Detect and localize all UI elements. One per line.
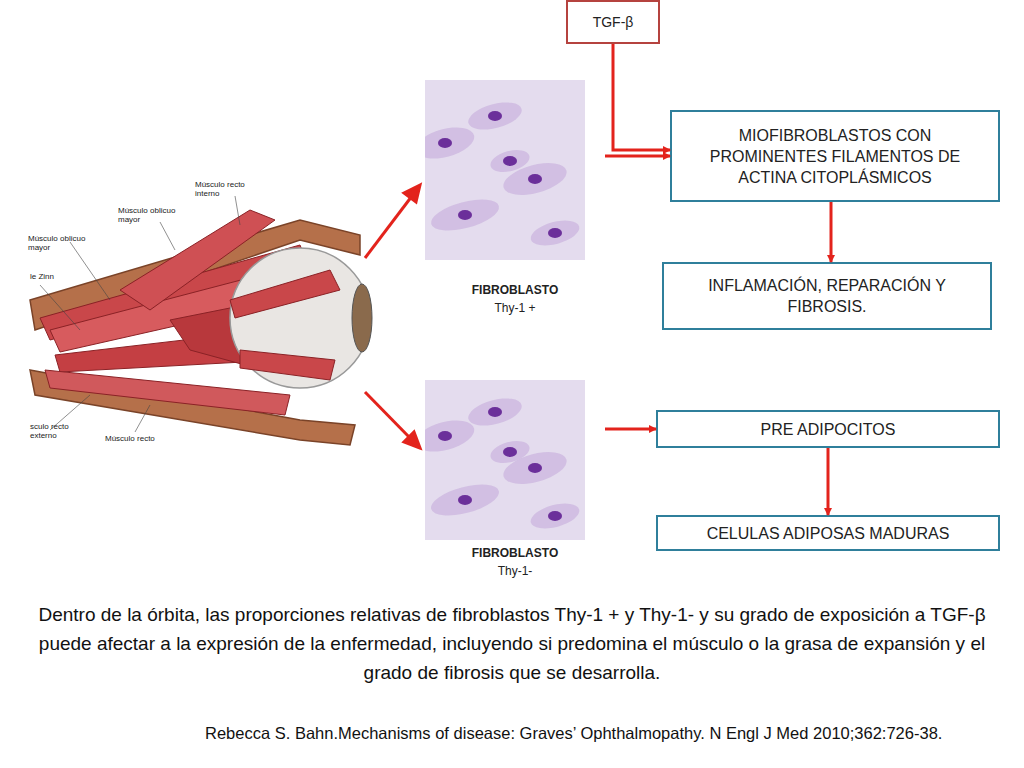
flow-arrow: [830, 202, 833, 262]
box-text: TGF-β: [593, 12, 634, 33]
process-box: INFLAMACIÓN, REPARACIÓN Y FIBROSIS.: [662, 262, 992, 330]
box-text: CELULAS ADIPOSAS MADURAS: [707, 523, 950, 544]
fibroblast-node: FIBROBLASTO Thy-1-: [425, 380, 605, 590]
eyeball: [230, 248, 370, 388]
part-label: Músculo oblicuo mayor: [118, 206, 188, 224]
fibroblast-image: [425, 80, 585, 260]
fibroblast-node: FIBROBLASTO Thy-1 +: [425, 80, 605, 325]
process-box: PRE ADIPOCITOS: [656, 410, 1000, 448]
part-label: Músculo recto interno: [195, 180, 265, 198]
box-text: PRE ADIPOCITOS: [761, 419, 896, 440]
reference-note: Rebecca S. Bahn.Mechanisms of disease: G…: [205, 722, 965, 744]
leader-lines: [40, 196, 240, 432]
fibroblast-image: [425, 380, 585, 540]
process-box: CELULAS ADIPOSAS MADURAS: [656, 515, 1000, 551]
flow-arrow: [605, 428, 656, 431]
flow-arrow: [827, 448, 830, 515]
node-subtitle: Thy-1 +: [425, 301, 605, 315]
eye-arrow: [365, 185, 420, 448]
node-heading: FIBROBLASTO: [425, 283, 605, 297]
node-subtitle: Thy-1-: [425, 564, 605, 578]
box-text: INFLAMACIÓN, REPARACIÓN Y FIBROSIS.: [674, 275, 980, 317]
box-text: MIOFIBROBLASTOS CON PROMINENTES FILAMENT…: [682, 125, 988, 188]
node-heading: FIBROBLASTO: [425, 546, 605, 560]
part-label: Músculo oblicuo mayor: [28, 234, 90, 252]
part-label: sculo recto externo: [30, 422, 80, 440]
flow-arrow: [605, 155, 670, 158]
process-box: TGF-β: [566, 0, 660, 44]
muscle: [230, 270, 340, 318]
muscle: [240, 350, 335, 380]
part-label: Músculo recto: [105, 434, 175, 443]
caption: Dentro de la órbita, las proporciones re…: [20, 600, 1004, 687]
part-label: le Zinn: [30, 272, 70, 281]
process-box: MIOFIBROBLASTOS CON PROMINENTES FILAMENT…: [670, 110, 1000, 202]
muscle: [45, 370, 290, 415]
iris: [352, 284, 372, 352]
flow-arrow: [613, 44, 670, 150]
